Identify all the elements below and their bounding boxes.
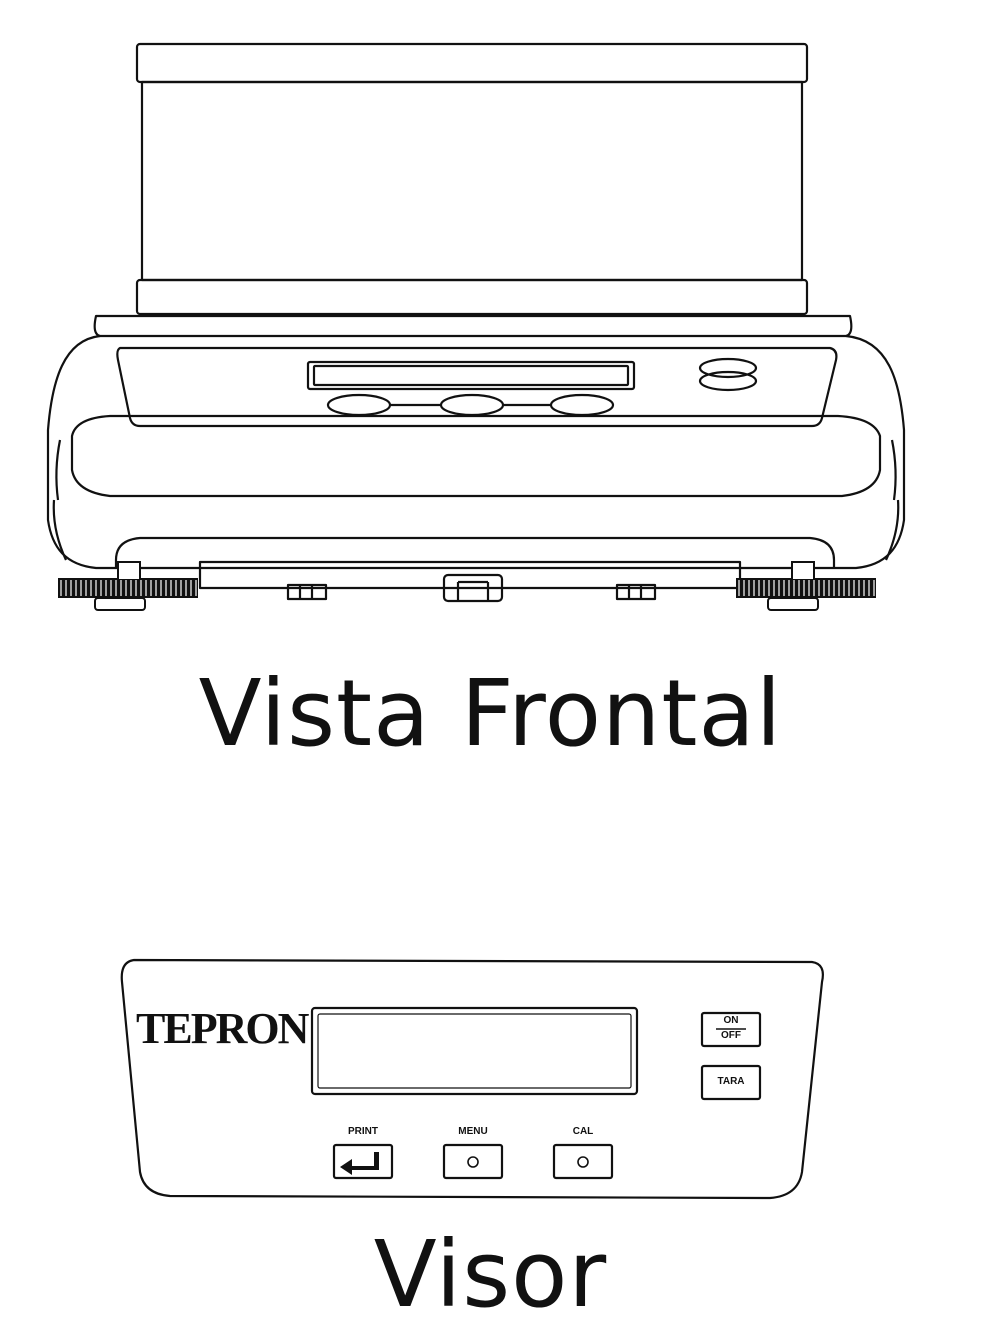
print-key-label: PRINT xyxy=(348,1126,378,1137)
weighing-pan xyxy=(135,42,809,316)
print-key xyxy=(332,1143,394,1180)
housing-lower xyxy=(70,414,882,498)
menu-key-label: MENU xyxy=(458,1126,488,1137)
enter-arrow-icon xyxy=(340,1152,379,1175)
feet xyxy=(286,573,657,603)
front-panel-recess xyxy=(116,346,838,428)
front-button-tara xyxy=(698,370,758,392)
leveling-foot-left xyxy=(58,561,198,611)
menu-key xyxy=(442,1143,504,1180)
cal-key-label: CAL xyxy=(572,1126,594,1137)
leveling-foot-right xyxy=(736,561,876,611)
cal-circle-icon xyxy=(577,1156,589,1168)
scale-front-view xyxy=(46,42,906,611)
front-button-print xyxy=(326,393,392,417)
front-button-on-off xyxy=(698,357,758,379)
housing-base xyxy=(114,536,836,568)
on-key-label: ON xyxy=(723,1015,739,1026)
brand-logo: TEPRON xyxy=(136,1004,309,1053)
housing-top xyxy=(93,314,853,338)
display-panel-caption: Visor xyxy=(373,1221,608,1328)
front-view-caption: Vista Frontal xyxy=(198,660,783,767)
front-lcd-window xyxy=(306,360,636,391)
lcd-display xyxy=(310,1006,639,1096)
baseplate xyxy=(198,560,742,590)
menu-circle-icon xyxy=(467,1156,479,1168)
front-button-cal xyxy=(549,393,615,417)
tara-key-label: TARA xyxy=(717,1076,745,1087)
cal-key xyxy=(552,1143,614,1180)
off-key-label: OFF xyxy=(721,1030,741,1041)
front-button-menu xyxy=(439,393,505,417)
housing-upper xyxy=(46,334,906,570)
